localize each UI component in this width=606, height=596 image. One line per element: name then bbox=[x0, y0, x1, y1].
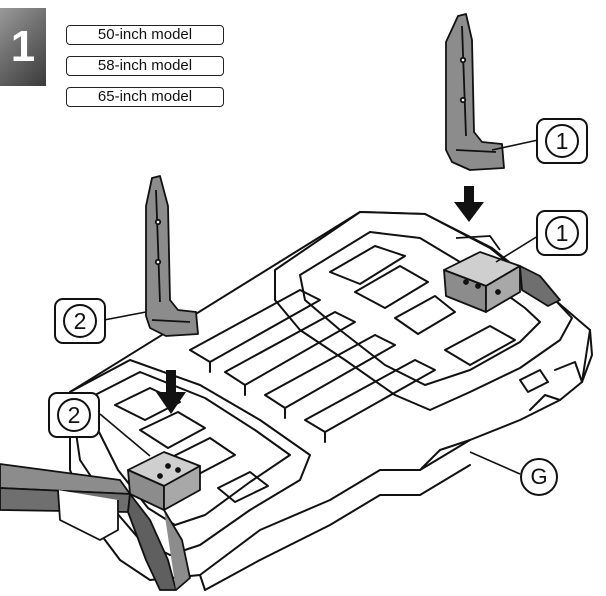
callout-bracket-1-top: 1 bbox=[536, 118, 588, 164]
model-tag-50: 50-inch model bbox=[66, 25, 224, 45]
callout-bracket-2-top: 2 bbox=[54, 298, 106, 344]
leader-line-1a bbox=[491, 139, 539, 151]
leader-line-2b bbox=[99, 413, 151, 457]
foam-center-ribs bbox=[189, 289, 321, 363]
model-tag-65: 65-inch model bbox=[66, 87, 224, 107]
callout-number: 1 bbox=[545, 216, 579, 250]
bracket-1-placed bbox=[443, 235, 561, 313]
step-number: 1 bbox=[10, 22, 36, 71]
part-label-g: G bbox=[520, 458, 558, 496]
leader-line-1b bbox=[495, 235, 539, 263]
bracket-1-floating bbox=[445, 13, 505, 171]
callout-number: 2 bbox=[57, 398, 91, 432]
leader-line-2a bbox=[103, 311, 147, 321]
arrow-down-right-icon bbox=[454, 186, 484, 222]
callout-bracket-1-placed: 1 bbox=[536, 210, 588, 256]
arrow-down-left-icon bbox=[156, 370, 186, 414]
callout-bracket-2-placed: 2 bbox=[48, 392, 100, 438]
step-number-badge: 1 bbox=[0, 8, 46, 86]
foam-base-side bbox=[581, 329, 593, 383]
stand-leg bbox=[0, 463, 191, 591]
bracket-2-floating bbox=[145, 175, 199, 337]
model-tag-58: 58-inch model bbox=[66, 56, 224, 76]
callout-number: 1 bbox=[545, 124, 579, 158]
leader-line-g bbox=[469, 451, 521, 475]
callout-number: 2 bbox=[63, 304, 97, 338]
